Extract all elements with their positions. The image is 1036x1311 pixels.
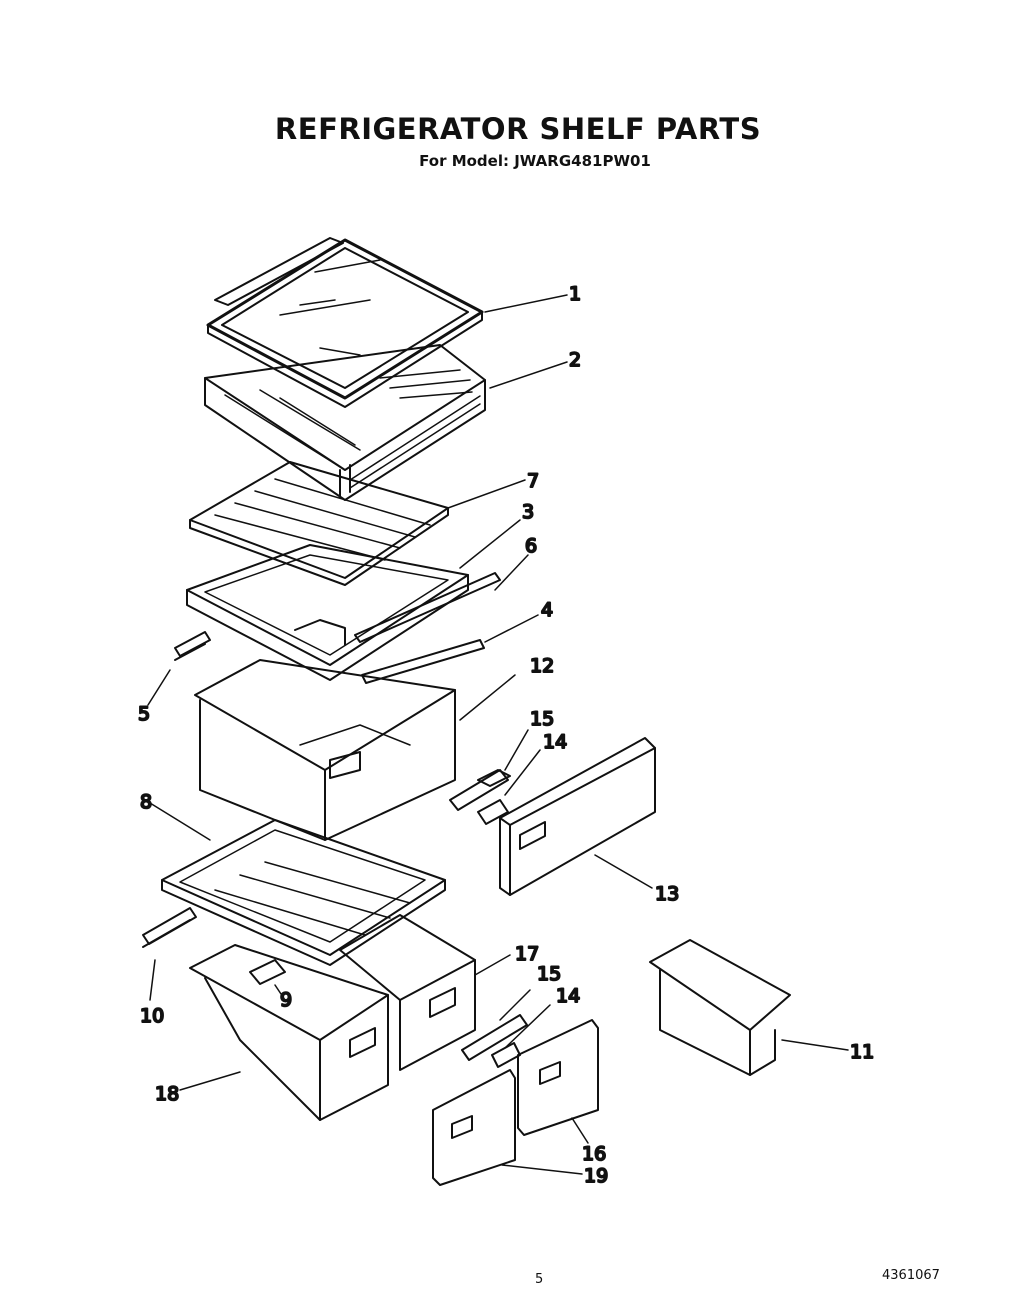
callout-15-lower: 15	[537, 963, 561, 985]
callout-17: 17	[515, 943, 539, 965]
callout-6: 6	[525, 535, 537, 557]
model-subtitle: For Model: JWARG481PW01	[419, 152, 651, 170]
part-11-door-bin	[649, 939, 791, 1076]
part-19-pan-front	[432, 1069, 516, 1186]
part-15-upper-bracket	[449, 769, 511, 811]
part-13-drawer-front	[499, 737, 656, 896]
part-12-crisper-drawer	[194, 659, 456, 841]
callout-16: 16	[582, 1143, 606, 1165]
callout-13: 13	[655, 883, 679, 905]
callout-19: 19	[584, 1165, 608, 1187]
part-10-side-rail	[142, 907, 197, 948]
callout-11: 11	[850, 1041, 874, 1063]
callout-9: 9	[280, 989, 292, 1011]
part-15-lower-bracket	[461, 1014, 528, 1061]
page-number: 5	[535, 1272, 544, 1287]
callout-15-upper: 15	[530, 708, 554, 730]
part-1-glass-shelf	[206, 237, 484, 408]
callout-4: 4	[541, 599, 553, 621]
part-2-crisper-frame	[204, 344, 486, 501]
callout-14-lower: 14	[556, 985, 580, 1007]
callout-3: 3	[522, 501, 534, 523]
callout-14-upper: 14	[543, 731, 567, 753]
callout-7: 7	[527, 470, 539, 492]
part-17-right-pan	[339, 914, 476, 1071]
part-4-rail	[361, 639, 485, 684]
part-18-left-pan	[189, 944, 389, 1121]
callout-1: 1	[569, 283, 581, 305]
callout-8: 8	[140, 791, 152, 813]
part-5-side-rail	[174, 631, 211, 661]
part-7-crisper-cover	[189, 461, 449, 586]
callout-12: 12	[530, 655, 554, 677]
part-6-rail	[354, 572, 501, 643]
leader-lines	[147, 294, 849, 1175]
document-number: 4361067	[882, 1268, 940, 1283]
callout-2: 2	[569, 349, 581, 371]
callout-10: 10	[140, 1005, 164, 1027]
callout-18: 18	[155, 1083, 179, 1105]
part-9-clip	[249, 959, 286, 985]
part-16-pan-front	[517, 1019, 599, 1136]
callout-5: 5	[138, 703, 150, 725]
part-14-upper-clip	[477, 799, 509, 825]
page-title: REFRIGERATOR SHELF PARTS	[274, 112, 762, 146]
part-8-shelf	[161, 819, 446, 966]
